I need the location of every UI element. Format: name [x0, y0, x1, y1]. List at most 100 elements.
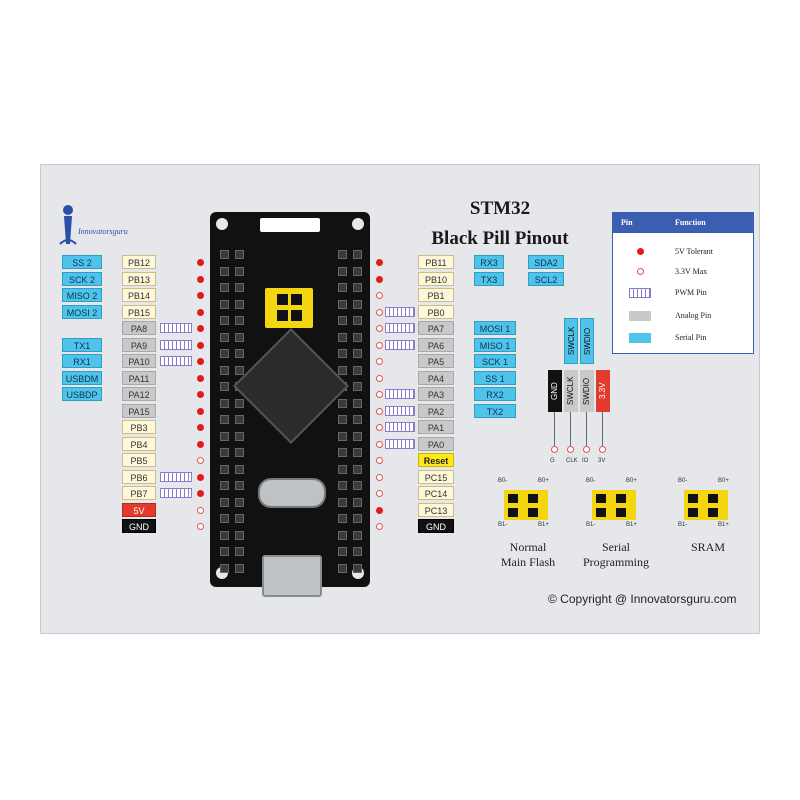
jumper	[528, 508, 538, 517]
header-pin	[220, 299, 229, 309]
innovatorsguru-logo	[59, 205, 77, 245]
diagram-title: STM32	[469, 198, 531, 219]
pin-label: GND	[418, 519, 454, 533]
max33-dot-icon	[376, 440, 383, 448]
pwm-indicator	[385, 389, 415, 399]
max33-dot-icon	[197, 506, 204, 514]
legend-header: Pin Function	[613, 213, 753, 233]
max33-dot-icon	[376, 424, 383, 431]
boot-label: B1+	[718, 522, 729, 528]
header-pin	[220, 332, 229, 342]
header-pin	[220, 530, 229, 540]
legend-item: PWM Pin	[675, 288, 707, 297]
header-pin	[235, 283, 244, 292]
boot-label: B0-	[678, 478, 688, 484]
header-pin	[338, 365, 347, 375]
max33-dot-icon	[376, 473, 383, 481]
max33-dot-icon	[376, 457, 383, 464]
jumper	[616, 494, 626, 503]
pin-label: Reset	[418, 453, 454, 467]
max33-dot-icon	[376, 341, 383, 349]
serial-swatch	[629, 333, 651, 343]
swd-wire	[570, 412, 571, 446]
header-pin	[338, 448, 347, 457]
boot-label: B0+	[626, 478, 637, 484]
header-pin	[220, 481, 229, 490]
header-pin	[353, 250, 362, 259]
tolerant-dot-icon	[197, 341, 204, 349]
swd-wire	[586, 412, 587, 446]
header-pin	[338, 431, 347, 441]
header-pin	[235, 448, 244, 457]
jumper	[596, 508, 606, 517]
pin-label: PA11	[122, 370, 156, 385]
header-pin	[338, 266, 347, 276]
header-pin	[353, 448, 362, 457]
header-pin	[235, 398, 244, 408]
boot-label: B0-	[498, 478, 508, 484]
pin-label: PA4	[418, 370, 454, 385]
function-label: MISO 2	[62, 288, 102, 302]
tolerant-dot-icon	[376, 275, 383, 283]
header-pin	[338, 464, 347, 474]
header-pin	[220, 283, 229, 292]
header-pin	[235, 431, 244, 441]
swd-bottom-label: IO	[582, 458, 589, 464]
swd-wire	[602, 412, 603, 446]
header-pin	[338, 415, 347, 424]
header-pin	[353, 530, 362, 540]
logo-text: Innovatorsguru	[78, 227, 128, 236]
function-label: SS 2	[62, 255, 102, 269]
header-pin	[353, 464, 362, 474]
boot-jumper-block	[265, 288, 313, 328]
header-pin	[235, 316, 244, 325]
header-pin	[353, 547, 362, 556]
boot-mode-caption: Serial Programming	[583, 540, 649, 569]
max33-dot-icon	[376, 308, 383, 316]
header-pin	[220, 563, 229, 573]
header-pin	[353, 497, 362, 507]
header-pin	[338, 316, 347, 325]
max33-dot-icon	[376, 407, 383, 415]
boot-mode-caption: SRAM	[690, 540, 725, 554]
header-pin	[235, 514, 244, 523]
header-pin	[353, 299, 362, 309]
header-pin	[235, 250, 244, 259]
pin-label: PA7	[418, 321, 454, 335]
swd-bottom-label: 3V	[598, 458, 606, 464]
copyright: © Copyright @ Innovatorsguru.com	[548, 592, 737, 606]
function-label: TX3	[474, 271, 504, 286]
header-pin	[353, 382, 362, 391]
pwm-indicator	[385, 405, 415, 416]
header-pin	[235, 547, 244, 556]
tolerant-dot-icon	[197, 358, 204, 365]
jumper	[708, 508, 718, 517]
header-pin	[235, 481, 244, 490]
tolerant-dot-icon	[376, 259, 383, 266]
tolerant-dot-icon	[197, 325, 204, 332]
boot-label: B1-	[586, 522, 596, 528]
pin-label: PB4	[122, 436, 156, 451]
tolerant-dot-icon	[197, 473, 204, 481]
pin-label: PB10	[418, 271, 454, 286]
swd-pin-dot-icon	[599, 446, 606, 453]
header-pin	[220, 398, 229, 408]
pwm-indicator	[160, 488, 192, 498]
header-pin	[220, 464, 229, 474]
header-pin	[220, 514, 229, 523]
pin-label: GND	[122, 519, 156, 533]
function-label: RX1	[62, 354, 102, 368]
pwm-indicator	[385, 422, 415, 432]
pin-label: PA12	[122, 387, 156, 401]
header-pin	[235, 563, 244, 573]
function-label: MISO 1	[474, 337, 516, 352]
tolerant-dot-icon	[197, 424, 204, 431]
swd-pin-dot-icon	[551, 446, 558, 453]
header-pin	[353, 415, 362, 424]
pin-label: PB13	[122, 271, 156, 286]
analog-swatch	[629, 311, 651, 321]
pwm-indicator	[385, 306, 415, 317]
header-pin	[235, 365, 244, 375]
max33-dot-icon	[637, 268, 644, 275]
pin-label: PC13	[418, 502, 454, 517]
